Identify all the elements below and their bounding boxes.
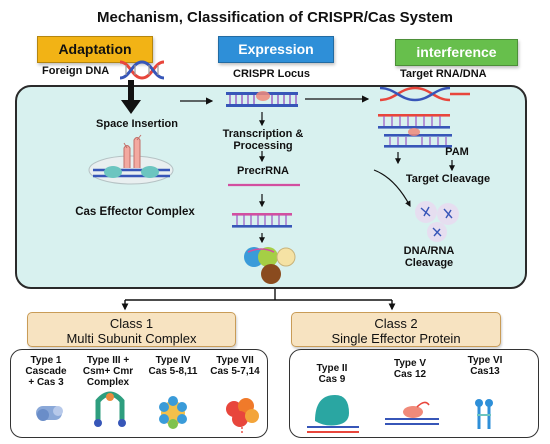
type-7-label-line2: Cas 5-7,14	[210, 366, 260, 377]
target-cleavage-label: Target Cleavage	[405, 173, 491, 185]
type-7-complex-icon	[226, 398, 259, 435]
class-2-description: Single Effector Protein	[331, 331, 461, 346]
target-dna-icon	[379, 86, 470, 102]
type-6-label-line2: Cas13	[470, 366, 500, 377]
dna-rna-cleavage-label-2: Cleavage	[404, 257, 454, 269]
target-complex-icon	[384, 128, 452, 148]
class-1-protein-icons	[36, 391, 259, 435]
type-1-label-line2: Cascade	[25, 366, 67, 377]
cas-proteins-icon	[244, 247, 296, 284]
class-1-name: Class 1	[109, 316, 154, 331]
arrow-to-cleavage	[373, 169, 411, 208]
cas-effector-complex-icon	[88, 134, 174, 185]
pam-label: PAM	[445, 146, 469, 158]
target-rna-dna-label: Target RNA/DNA	[400, 68, 487, 80]
crispr-locus-label: CRISPR Locus	[233, 68, 311, 80]
class-2-protein-icons	[307, 395, 493, 433]
type-2-label-line1: Type II	[316, 363, 348, 374]
foreign-dna-helix-icon	[119, 60, 165, 80]
crrna-duplex-icon	[232, 213, 292, 228]
type-3-label-line3: Complex	[86, 377, 130, 388]
cas9-icon	[307, 395, 359, 433]
space-insertion-label: Space Insertion	[96, 118, 178, 130]
class-1-types-box	[10, 349, 268, 438]
class-1-description: Multi Subunit Complex	[66, 331, 197, 346]
adaptation-down-arrow	[121, 80, 141, 114]
class-connector	[121, 289, 396, 311]
expression-label: Expression	[218, 36, 334, 63]
class-2-name: Class 2	[374, 316, 418, 331]
transcription-label-1: Transcription &	[222, 128, 304, 140]
type-3-complex-icon	[94, 391, 126, 427]
class-1-header: Class 1 Multi Subunit Complex	[27, 312, 236, 347]
cas-effector-complex-label: Cas Effector Complex	[75, 206, 195, 218]
type-1-cascade-icon	[36, 406, 63, 421]
type-3-label-line2: Csm+ Cmr	[82, 366, 134, 377]
transcription-label-2: Processing	[233, 140, 293, 152]
precrrna-label: PrecrRNA	[237, 165, 289, 177]
type-4-label-line2: Cas 5-8,11	[148, 366, 198, 377]
cas13-icon	[475, 399, 493, 429]
crispr-locus-dna-icon	[226, 91, 298, 107]
cas12-icon	[385, 401, 439, 425]
interference-label: interference	[395, 39, 518, 66]
foreign-dna-label: Foreign DNA	[42, 65, 110, 77]
type-5-label-line1: Type V	[393, 358, 427, 369]
type-2-label-line2: Cas 9	[318, 374, 346, 385]
target-rna-duplex-icon	[378, 114, 450, 129]
type-6-label-line1: Type VI	[467, 355, 503, 366]
cleavage-fragments-icon	[415, 201, 459, 242]
dna-rna-cleavage-label-1: DNA/RNA	[403, 245, 455, 257]
type-1-label-line3: + Cas 3	[28, 377, 64, 388]
type-4-label-line1: Type IV	[155, 355, 191, 366]
type-5-label-line2: Cas 12	[393, 369, 427, 380]
type-7-label-line1: Type VII	[216, 355, 254, 366]
class-2-header: Class 2 Single Effector Protein	[291, 312, 501, 347]
type-4-complex-icon	[159, 396, 187, 429]
type-3-label-line1: Type III +	[86, 355, 130, 366]
type-1-label-line1: Type 1	[30, 355, 62, 366]
diagram-title: Mechanism, Classification of CRISPR/Cas …	[97, 9, 453, 26]
adaptation-label: Adaptation	[37, 36, 153, 63]
